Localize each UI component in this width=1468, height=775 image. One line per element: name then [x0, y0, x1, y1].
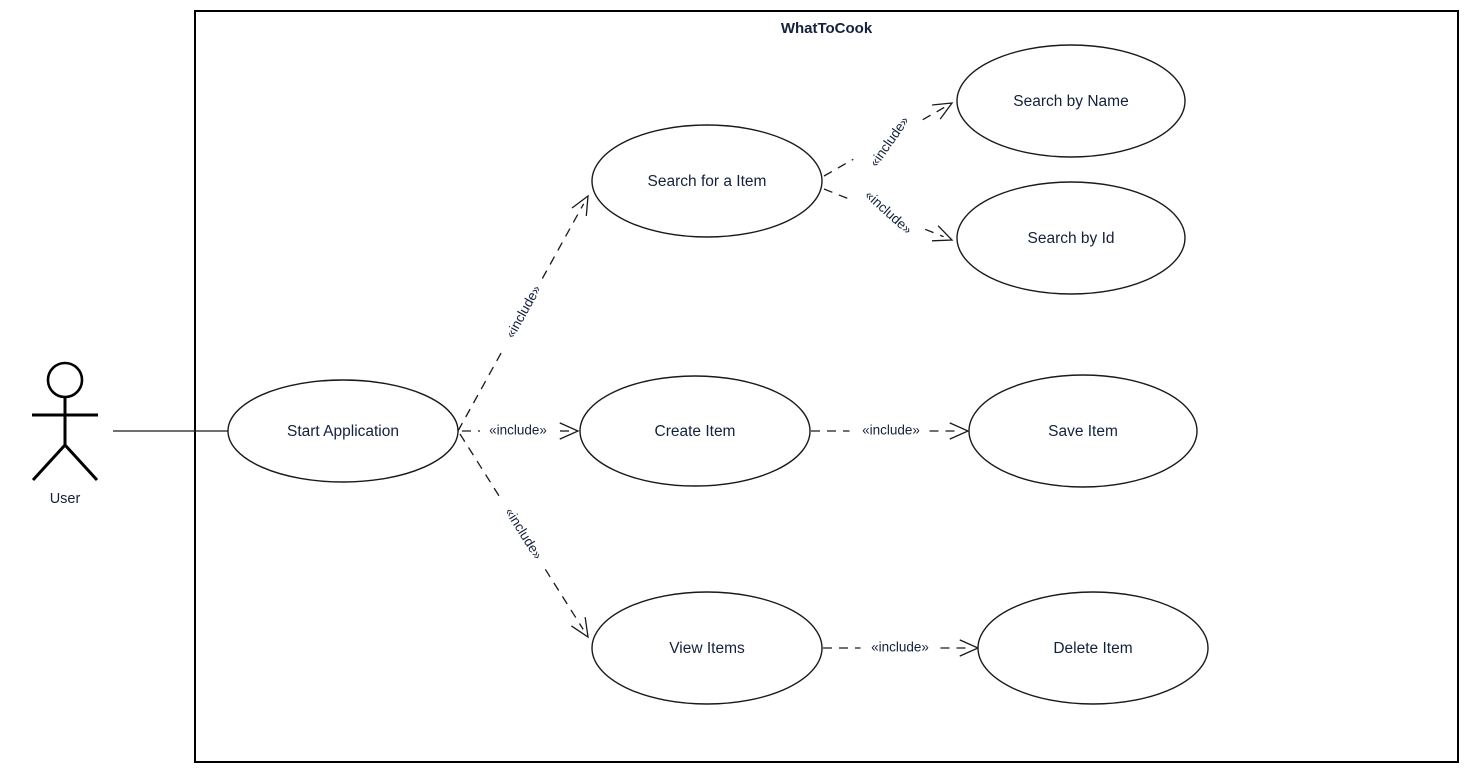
include-stereotype-label: «include»	[867, 113, 912, 169]
include-relationship[interactable]: «include»	[823, 639, 980, 657]
include-arrow-head-icon	[571, 194, 589, 216]
include-stereotype-label: «include»	[862, 423, 920, 438]
use-case-delete-item[interactable]: Delete Item	[977, 591, 1209, 705]
include-dashed-line	[541, 203, 585, 279]
include-stereotype-label: «include»	[871, 640, 929, 655]
include-dashed-line	[544, 568, 584, 630]
include-arrow-head-icon	[559, 422, 580, 440]
include-arrow-head-icon	[931, 225, 954, 242]
use-case-ellipse	[977, 591, 1209, 705]
use-case-label: Search for a Item	[648, 173, 767, 190]
include-arrow-head-icon	[571, 617, 589, 639]
use-case-label: Create Item	[655, 423, 736, 440]
actor-user[interactable]: User	[31, 361, 99, 507]
use-case-view-items[interactable]: View Items	[591, 591, 823, 705]
include-relationship[interactable]: «include»	[457, 194, 589, 432]
use-case-label: Start Application	[287, 423, 399, 440]
system-boundary-box	[194, 10, 1459, 763]
include-relationship[interactable]: «include»	[823, 187, 954, 242]
use-case-save-item[interactable]: Save Item	[968, 374, 1198, 488]
include-relationship[interactable]: «include»	[462, 422, 580, 440]
use-case-label: Search by Id	[1027, 230, 1114, 247]
actor-user-label: User	[50, 491, 81, 507]
use-case-ellipse	[579, 375, 811, 487]
include-stereotype-label: «include»	[503, 283, 544, 341]
use-case-label: Search by Name	[1013, 93, 1128, 110]
include-dashed-line	[922, 106, 945, 121]
include-stereotype-label: «include»	[862, 187, 915, 237]
use-case-search-by-id[interactable]: Search by Id	[956, 181, 1186, 295]
include-dashed-line	[459, 433, 504, 503]
use-case-start-application[interactable]: Start Application	[227, 379, 459, 483]
use-case-search-for-a-item[interactable]: Search for a Item	[591, 124, 823, 238]
use-case-ellipse	[591, 124, 823, 238]
use-case-label: Save Item	[1048, 423, 1118, 440]
include-arrow-head-icon	[949, 422, 970, 440]
use-case-ellipse	[956, 181, 1186, 295]
include-relationship[interactable]: «include»	[459, 433, 589, 639]
use-case-label: View Items	[669, 640, 745, 657]
use-case-create-item[interactable]: Create Item	[579, 375, 811, 487]
system-boundary-title: WhatToCook	[781, 20, 873, 37]
include-dashed-line	[823, 158, 854, 177]
use-case-search-by-name[interactable]: Search by Name	[956, 44, 1186, 158]
use-case-ellipse	[227, 379, 459, 483]
actor-head-icon	[46, 361, 84, 399]
actor-left-leg-line	[31, 443, 67, 482]
include-dashed-line	[457, 348, 505, 432]
include-arrow-head-icon	[932, 102, 954, 120]
include-stereotype-label: «include»	[502, 505, 545, 562]
use-case-ellipse	[956, 44, 1186, 158]
include-relationship[interactable]: «include»	[823, 102, 954, 177]
include-stereotype-label: «include»	[489, 423, 547, 438]
actor-right-leg-line	[63, 443, 99, 482]
include-dashed-line	[924, 228, 944, 238]
include-relationship[interactable]: «include»	[811, 422, 970, 440]
use-case-ellipse	[591, 591, 823, 705]
use-case-label: Delete Item	[1053, 640, 1132, 657]
use-case-ellipse	[968, 374, 1198, 488]
include-dashed-line	[823, 188, 852, 201]
